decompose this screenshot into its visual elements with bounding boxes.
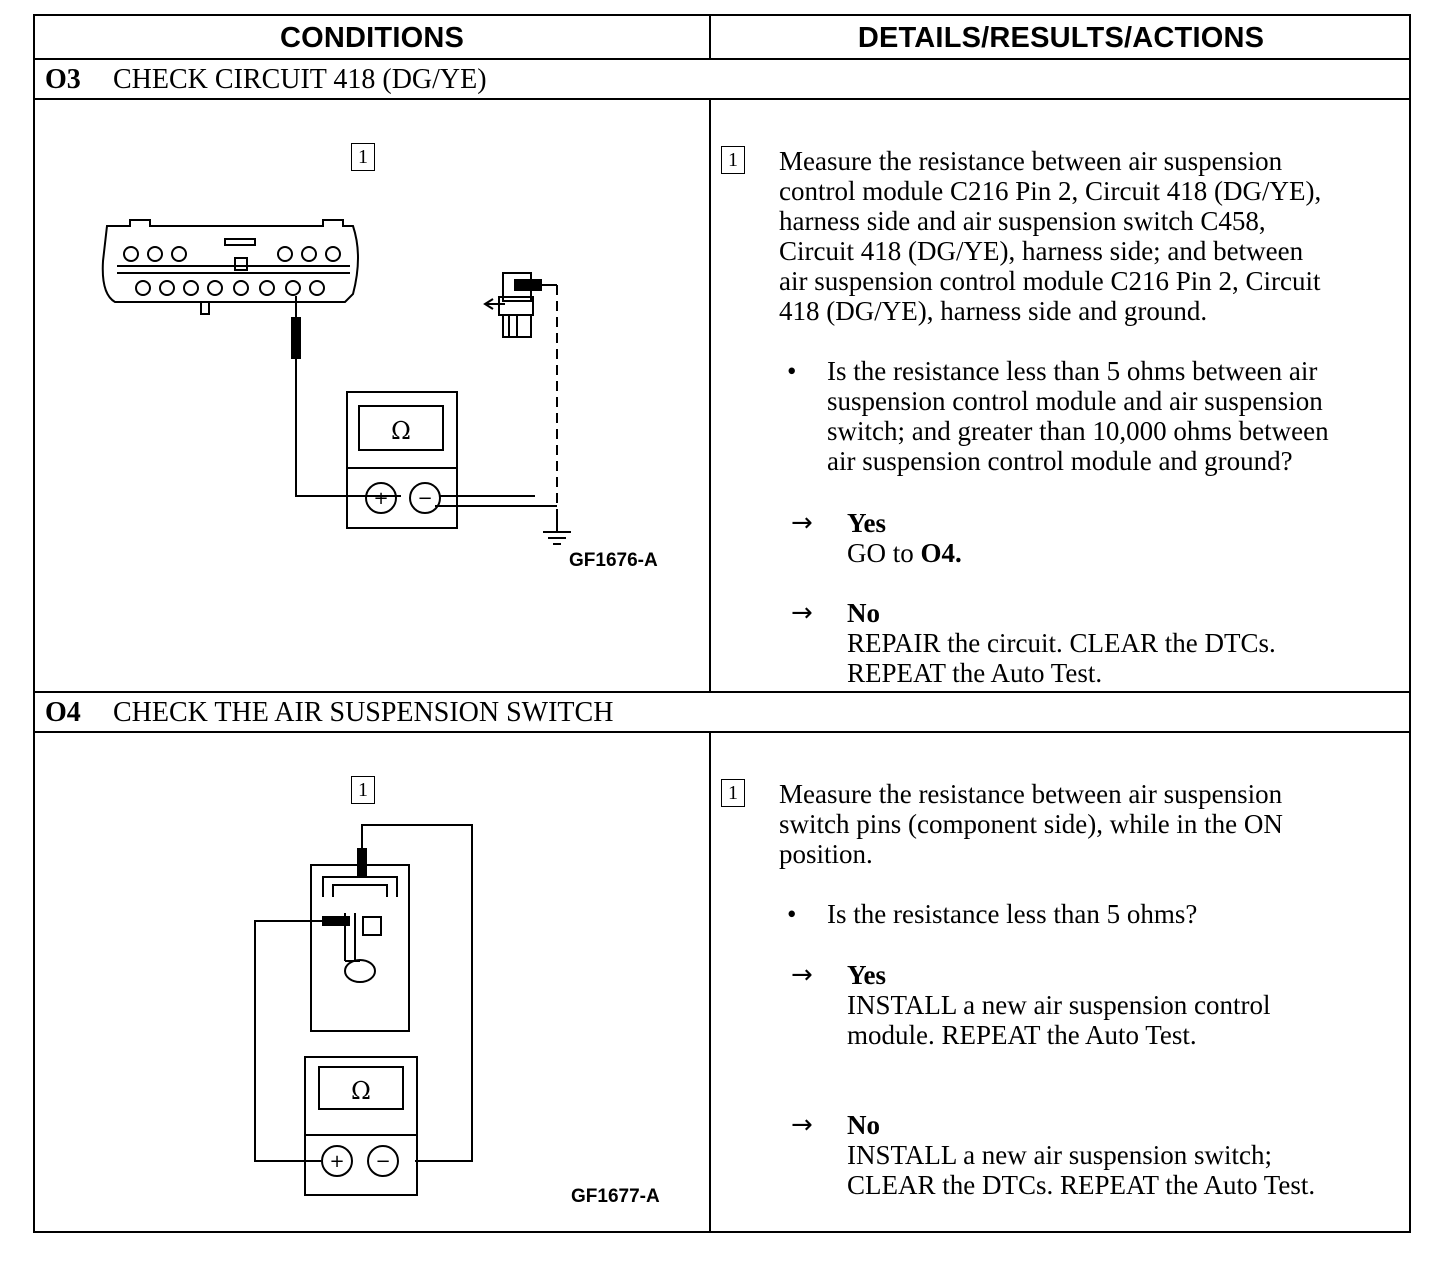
step-number: O3 [45, 64, 81, 95]
connector-pins [123, 246, 341, 296]
divider [709, 731, 711, 1233]
switch-measurement-figure: Ω + − [254, 824, 473, 1196]
minus-terminal-icon: − [375, 1151, 390, 1172]
yes-action: INSTALL a new air suspension control mod… [847, 990, 1271, 1050]
instruction-text: Measure the resistance between air suspe… [779, 146, 1322, 326]
arrow-right-icon: → [791, 960, 813, 990]
question-text: Is the resistance less than 5 ohms? [827, 899, 1198, 929]
step-box-marker: 1 [721, 146, 745, 174]
step-title: CHECK THE AIR SUSPENSION SWITCH [113, 697, 614, 728]
plus-terminal-icon: + [329, 1151, 344, 1172]
step-box-marker: 1 [351, 143, 375, 171]
arrow-right-icon: → [791, 598, 813, 628]
bullet-icon: • [787, 356, 797, 386]
ground-lead-figure [435, 279, 571, 545]
no-label: No [847, 1110, 880, 1140]
plus-terminal-icon: + [373, 488, 388, 509]
connector-body [101, 219, 359, 303]
divider [35, 731, 1409, 733]
no-action: INSTALL a new air suspension switch; CLE… [847, 1140, 1316, 1200]
divider [35, 691, 1409, 693]
figure-label: GF1677-A [571, 1186, 660, 1207]
ohm-symbol: Ω [351, 1077, 371, 1105]
step-heading-o4: O4 CHECK THE AIR SUSPENSION SWITCH [45, 694, 613, 732]
no-label: No [847, 598, 880, 628]
connector-measurement-figure: Ω + − [101, 219, 535, 529]
divider [709, 98, 711, 693]
yes-label: Yes [847, 960, 886, 990]
instruction-text: Measure the resistance between air suspe… [779, 779, 1283, 869]
yes-label: Yes [847, 508, 886, 538]
ohm-symbol: Ω [391, 417, 411, 445]
no-action: REPAIR the circuit. CLEAR the DTCs. REPE… [847, 628, 1276, 688]
step-box-marker: 1 [721, 779, 745, 807]
step-title: CHECK CIRCUIT 418 (DG/YE) [113, 64, 487, 95]
multimeter [304, 1056, 418, 1196]
diagnostic-table: CONDITIONS DETAILS/RESULTS/ACTIONS O3 CH… [33, 14, 1411, 1233]
divider [35, 58, 1409, 60]
step-number: O4 [45, 697, 81, 728]
bullet-icon: • [787, 899, 797, 929]
conditions-header: CONDITIONS [279, 21, 465, 54]
arrow-right-icon: → [791, 508, 813, 538]
figure-label: GF1676-A [569, 550, 658, 571]
divider [709, 16, 711, 60]
yes-action: GO to O4. [847, 538, 962, 568]
multimeter [346, 391, 458, 529]
step-box-marker: 1 [351, 776, 375, 804]
question-text: Is the resistance less than 5 ohms betwe… [827, 356, 1329, 476]
step-heading-o3: O3 CHECK CIRCUIT 418 (DG/YE) [45, 61, 487, 99]
details-header: DETAILS/RESULTS/ACTIONS [857, 21, 1265, 54]
minus-terminal-icon: − [417, 488, 432, 509]
arrow-right-icon: → [791, 1110, 813, 1140]
divider [35, 98, 1409, 100]
switch-body [310, 864, 410, 1032]
